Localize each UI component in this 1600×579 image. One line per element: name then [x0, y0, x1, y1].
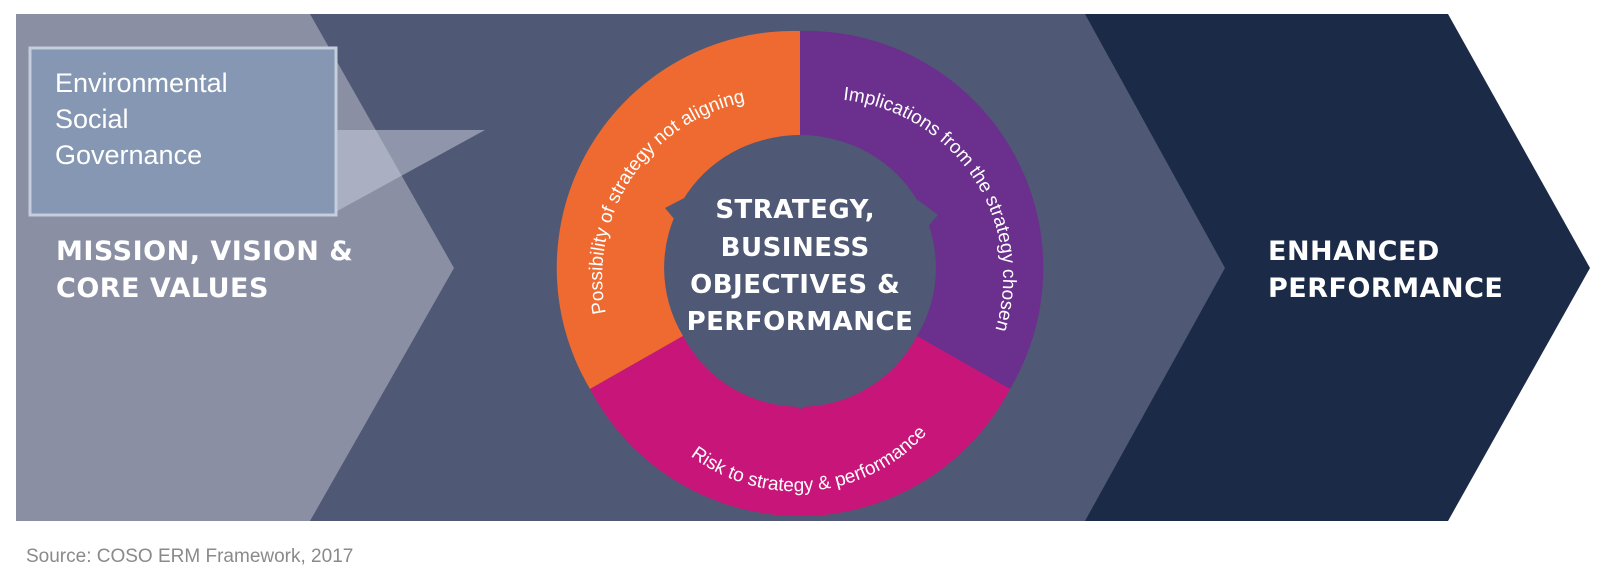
esg-callout-box: [28, 46, 338, 217]
center-line-4: PERFORMANCE: [687, 307, 914, 337]
segment-orange: [556, 30, 800, 390]
source-caption: Source: COSO ERM Framework, 2017: [26, 546, 353, 567]
callout-line-2: Social: [55, 104, 129, 134]
left-stage-line-2: CORE VALUES: [56, 273, 269, 304]
right-chevron: [1055, 14, 1590, 521]
center-line-1: STRATEGY,: [715, 195, 875, 225]
segment-magenta: [590, 336, 1010, 517]
notch-left: [665, 195, 690, 238]
left-stage-label: MISSION, VISION & CORE VALUES: [56, 236, 363, 304]
callout-line-3: Governance: [55, 140, 202, 170]
center-line-3: OBJECTIVES &: [690, 270, 900, 300]
callout-line-1: Environmental: [55, 68, 228, 98]
right-stage-label: ENHANCED PERFORMANCE: [1268, 236, 1503, 304]
callout-pointer: [330, 130, 485, 215]
left-stage-line-1: MISSION, VISION &: [56, 236, 353, 267]
segment-purple: [800, 30, 1044, 390]
center-disc: [667, 135, 933, 401]
notch-right: [912, 200, 938, 245]
center-line-2: BUSINESS: [721, 233, 870, 263]
notch-bottom: [785, 392, 815, 410]
center-label: STRATEGY, BUSINESS OBJECTIVES & PERFORMA…: [687, 195, 914, 337]
right-stage-line-2: PERFORMANCE: [1268, 273, 1503, 304]
esg-callout-text: Environmental Social Governance: [55, 68, 235, 170]
right-stage-line-1: ENHANCED: [1268, 236, 1440, 267]
